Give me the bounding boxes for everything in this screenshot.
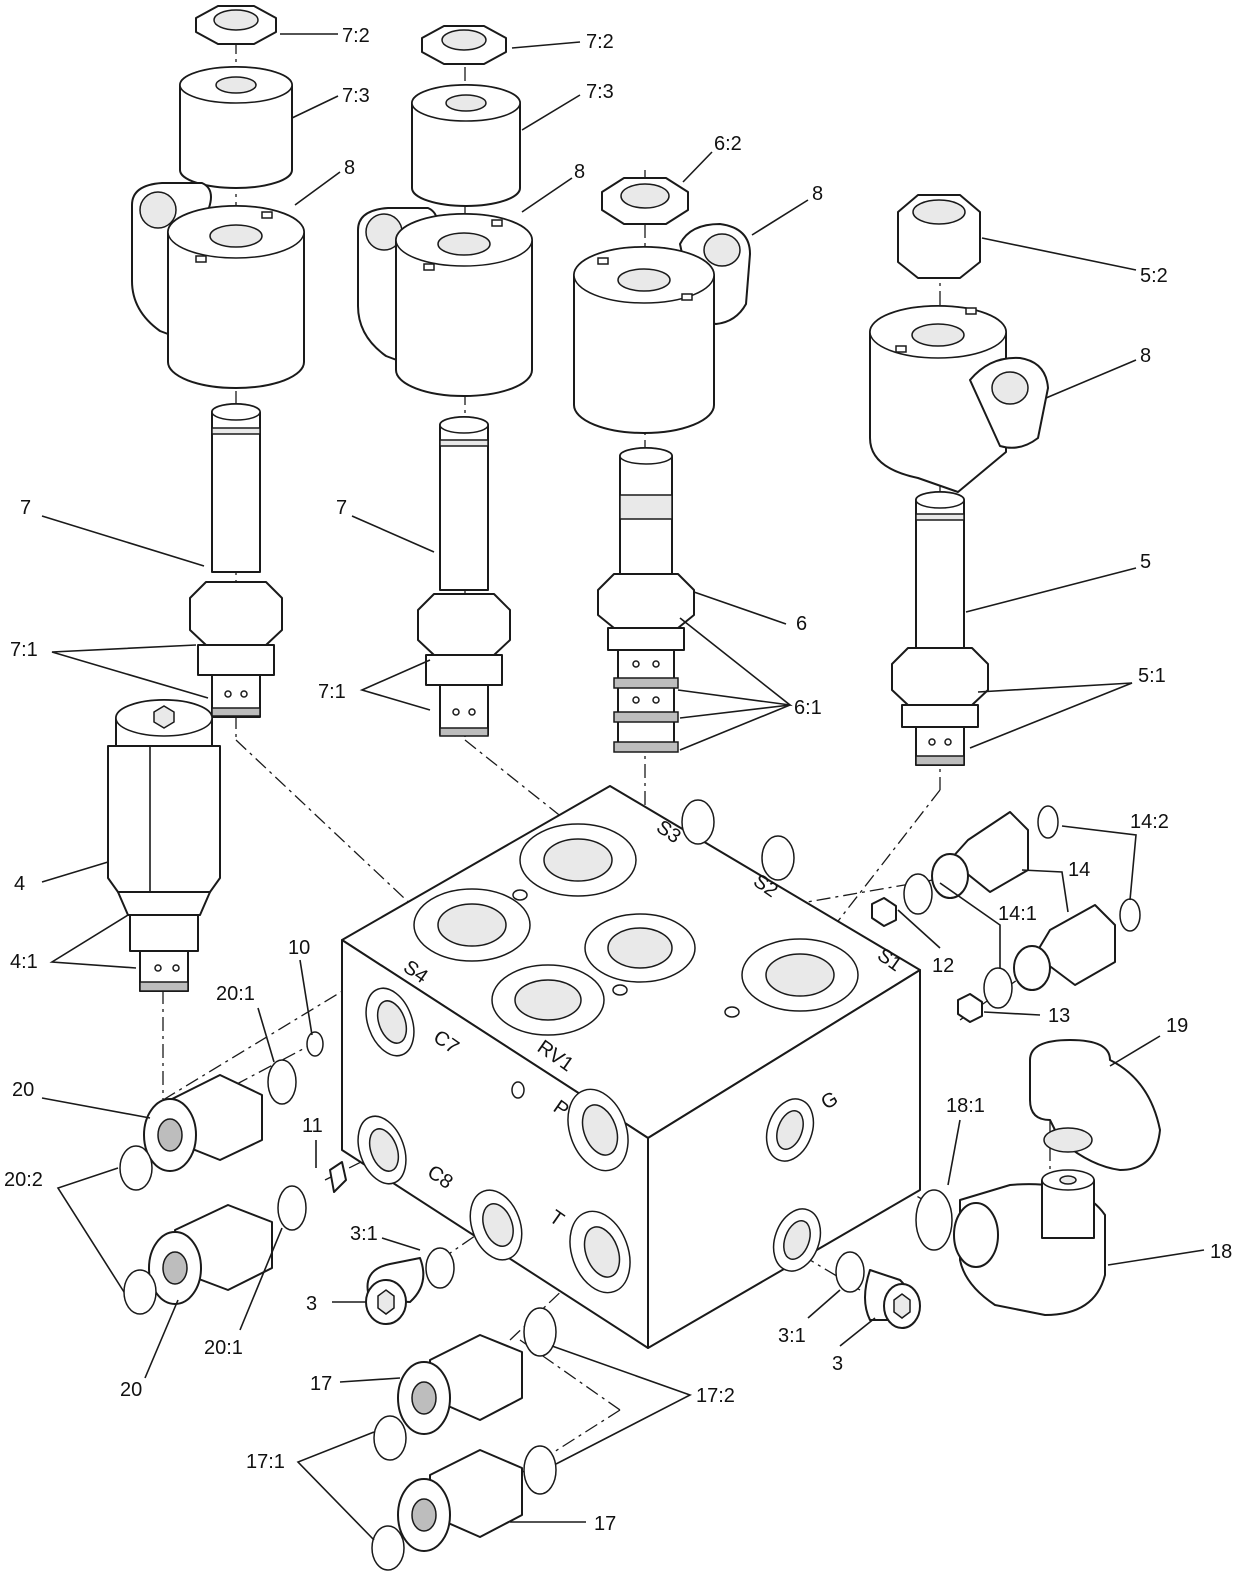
- fitting-14-upper-nose: [931, 853, 969, 899]
- cap-19: [1029, 1039, 1161, 1171]
- valve-stack-6: [573, 177, 751, 753]
- callout-18-1: 18:1: [946, 1095, 985, 1117]
- callout-3-1-a: 3:1: [350, 1223, 378, 1245]
- callout-12: 12: [932, 955, 954, 977]
- manifold-block: [341, 785, 921, 1349]
- plug-12: [871, 897, 897, 927]
- plug-13: [957, 993, 983, 1023]
- callout-5-2: 5:2: [1140, 265, 1168, 287]
- fitting-20-lower: [123, 1161, 347, 1315]
- callout-6-1: 6:1: [794, 697, 822, 719]
- callout-3-1-b: 3:1: [778, 1325, 806, 1347]
- callout-5-1: 5:1: [1138, 665, 1166, 687]
- valve-5-hex: [891, 647, 989, 706]
- callout-7-2-a: 7:2: [342, 25, 370, 47]
- callout-6-2: 6:2: [714, 133, 742, 155]
- callout-7-3-a: 7:3: [342, 85, 370, 107]
- axis-p: [439, 1149, 601, 1261]
- callout-4-1: 4:1: [10, 951, 38, 973]
- callout-20-2: 20:2: [4, 1169, 43, 1191]
- callout-14-2: 14:2: [1130, 811, 1169, 833]
- valve-7-b-hex: [417, 593, 511, 656]
- fitting-18-nose: [953, 1202, 999, 1268]
- valve-4-body: [107, 745, 221, 893]
- callout-5: 5: [1140, 551, 1151, 573]
- callout-19: 19: [1166, 1015, 1188, 1037]
- callout-8-c: 8: [812, 183, 823, 205]
- leader-lines: [41, 33, 1205, 1541]
- callout-7-1-b: 7:1: [318, 681, 346, 703]
- plug-3-left: [365, 1247, 455, 1325]
- callout-20-b: 20: [120, 1379, 142, 1401]
- callout-3-a: 3: [306, 1293, 317, 1315]
- valve-4-taper: [117, 891, 211, 916]
- fitting-17-upper: [373, 1307, 557, 1461]
- callout-14-1: 14:1: [998, 903, 1037, 925]
- valve-stack-5: [869, 194, 1049, 766]
- callout-20-a: 20: [12, 1079, 34, 1101]
- callout-8-a: 8: [344, 157, 355, 179]
- callout-3-b: 3: [832, 1353, 843, 1375]
- callout-4: 4: [14, 873, 25, 895]
- callout-20-1-b: 20:1: [204, 1337, 243, 1359]
- callout-17-b: 17: [594, 1513, 616, 1535]
- callout-8-b: 8: [574, 161, 585, 183]
- callout-20-1-a: 20:1: [216, 983, 255, 1005]
- plugs-12-13: [871, 897, 983, 1023]
- callout-7-1-a: 7:1: [10, 639, 38, 661]
- valve-stack-7b: [357, 25, 533, 737]
- fitting-17-lower: [371, 1445, 557, 1571]
- callout-10: 10: [288, 937, 310, 959]
- callout-17-2: 17:2: [696, 1385, 735, 1407]
- fitting-14-lower-nose: [1013, 945, 1051, 991]
- callout-labels: 7:2 7:3 8 7:2 7:3 8 6:2 8 5:2 8 7 7 5 6 …: [4, 25, 1232, 1535]
- callout-18: 18: [1210, 1241, 1232, 1263]
- callout-8-d: 8: [1140, 345, 1151, 367]
- valve-4: [107, 699, 221, 992]
- callout-14: 14: [1068, 859, 1090, 881]
- valve-7-a-hex: [189, 581, 283, 646]
- plug-11: [329, 1161, 347, 1193]
- plug-3-right: [835, 1251, 921, 1329]
- fitting-20-upper: [119, 1031, 324, 1191]
- callout-11: 11: [302, 1115, 323, 1137]
- callout-13: 13: [1048, 1005, 1070, 1027]
- fitting-14-lower: [983, 898, 1141, 1009]
- callout-17-a: 17: [310, 1373, 332, 1395]
- valve-6-hex: [597, 573, 695, 629]
- callout-6: 6: [796, 613, 807, 635]
- callout-7-a: 7: [20, 497, 31, 519]
- callout-7-2-b: 7:2: [586, 31, 614, 53]
- valve-stack-7a: [131, 5, 305, 718]
- callout-7-b: 7: [336, 497, 347, 519]
- callout-7-3-b: 7:3: [586, 81, 614, 103]
- fitting-14-upper: [903, 805, 1059, 915]
- callout-17-1: 17:1: [246, 1451, 285, 1473]
- fitting-18: [915, 1169, 1106, 1316]
